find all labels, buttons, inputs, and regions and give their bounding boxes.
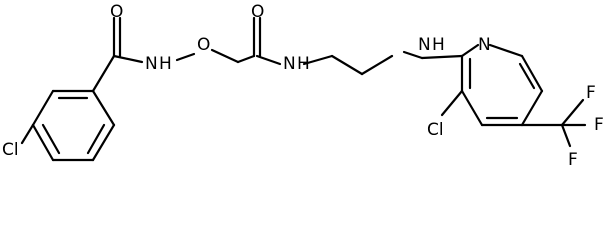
atom-label-o-top-left: O bbox=[110, 2, 123, 22]
atom-label-n-amide-2: N bbox=[283, 54, 296, 74]
atom-label-cl-left: Cl bbox=[2, 140, 19, 160]
atom-label-o-ether: O bbox=[197, 35, 210, 55]
atom-label-o-top-right: O bbox=[251, 2, 264, 22]
bond-lines bbox=[20, 16, 587, 162]
bond bbox=[520, 89, 544, 127]
bond bbox=[302, 54, 334, 66]
atom-label-f-top: F bbox=[586, 83, 596, 103]
atom-label-cl-ring: Cl bbox=[427, 120, 444, 140]
bond bbox=[460, 43, 480, 58]
bond bbox=[440, 89, 464, 117]
bond bbox=[255, 54, 282, 66]
bond bbox=[518, 62, 536, 90]
bond bbox=[210, 48, 240, 64]
bond bbox=[330, 54, 364, 76]
bond bbox=[91, 89, 116, 127]
bond bbox=[41, 123, 61, 155]
bond bbox=[86, 123, 106, 155]
bond bbox=[460, 89, 484, 127]
bond bbox=[31, 123, 55, 162]
bond bbox=[560, 98, 585, 127]
atom-label-h-amide-2: H bbox=[297, 54, 310, 74]
bond bbox=[236, 54, 256, 64]
bond bbox=[420, 54, 464, 60]
atom-label-n-amide-1: N bbox=[145, 54, 158, 74]
bond bbox=[91, 123, 116, 162]
bond bbox=[91, 54, 116, 93]
chemical-structure: O N H O O N H N H N Cl Cl F F F bbox=[2, 2, 604, 170]
bond bbox=[112, 54, 144, 64]
atom-labels: O N H O O N H N H N Cl Cl F F F bbox=[2, 2, 604, 170]
bond bbox=[360, 54, 394, 76]
bond bbox=[520, 54, 544, 93]
atom-label-f-right: F bbox=[594, 115, 604, 135]
atom-label-n-amine: N bbox=[418, 35, 431, 55]
bond bbox=[488, 43, 524, 58]
atom-label-n-pyridine: N bbox=[478, 35, 491, 55]
bond bbox=[402, 50, 424, 60]
bond bbox=[31, 89, 55, 127]
bond bbox=[175, 52, 196, 62]
bond bbox=[20, 123, 35, 145]
atom-label-f-bottom: F bbox=[568, 150, 578, 170]
atom-label-h-amine: H bbox=[432, 35, 445, 55]
atom-label-h-amide-1: H bbox=[159, 54, 172, 74]
bond bbox=[560, 123, 572, 148]
